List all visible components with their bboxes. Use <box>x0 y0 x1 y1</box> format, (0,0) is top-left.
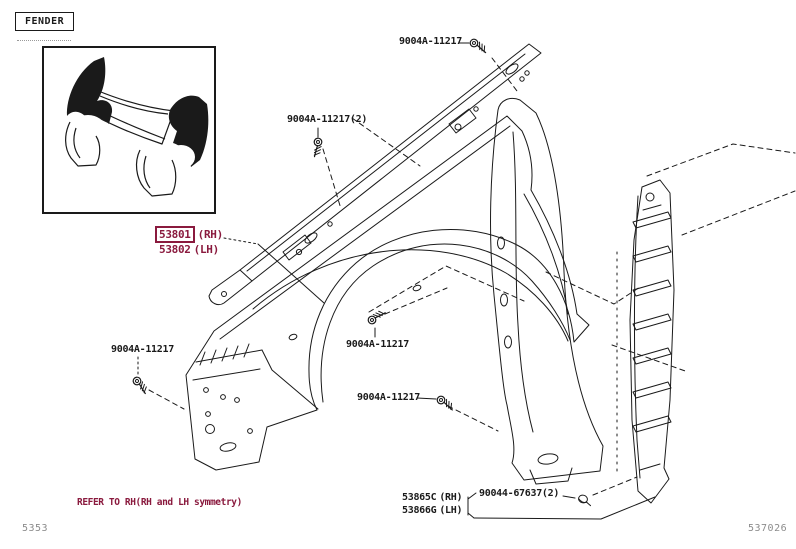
clip-icon <box>578 494 592 507</box>
callout-bolt-mid[interactable]: 9004A-11217 <box>346 339 409 350</box>
apron-illustration <box>208 43 542 306</box>
fender-lh-number[interactable]: 53802 <box>159 243 191 257</box>
bolt-icon <box>130 375 152 395</box>
callout-fender-lh[interactable]: 53802 (LH) <box>155 243 223 256</box>
callout-liner-rh[interactable]: 53865C (RH) <box>402 492 463 505</box>
fender-rh-side: (RH) <box>197 228 224 241</box>
callout-fender-rh[interactable]: 53801 (RH) <box>155 226 224 244</box>
fender-silhouettes <box>66 57 209 167</box>
fender-illustration <box>185 115 590 471</box>
liner-rh-number[interactable]: 53865C <box>402 492 437 503</box>
liner-lh-number[interactable]: 53866G <box>402 504 437 516</box>
symmetry-note: REFER TO RH(RH and LH symmetry) <box>77 497 242 508</box>
leader-lines <box>257 42 656 520</box>
callout-clip[interactable]: 90044-67637(2) <box>479 488 560 499</box>
bolt-icon <box>311 137 325 158</box>
bracket-illustration <box>629 179 675 504</box>
liner-illustration <box>490 97 604 485</box>
callout-bolt-upper[interactable]: 9004A-11217(2) <box>287 114 368 125</box>
figure-code: 537026 <box>748 523 788 534</box>
reference-dashed-lines <box>137 57 796 496</box>
callout-liner-lh[interactable]: 53866G (LH) <box>402 504 463 518</box>
bolt-icon <box>366 306 386 328</box>
liner-lh-side: (LH) <box>439 504 463 516</box>
thumbnail-inset <box>42 46 216 214</box>
fender-lh-side: (LH) <box>193 243 220 257</box>
callout-bolt-lower[interactable]: 9004A-11217 <box>357 392 420 403</box>
page-code: 5353 <box>22 523 49 534</box>
callout-bolt-top[interactable]: 9004A-11217 <box>399 36 462 47</box>
callout-liner: 53865C (RH) 53866G (LH) <box>402 492 463 518</box>
section-title: FENDER <box>15 12 75 31</box>
bolt-icon <box>468 37 490 54</box>
callout-fender: 53801 (RH) 53802 (LH) <box>155 226 223 256</box>
selected-part-number[interactable]: 53801 <box>155 226 195 244</box>
title-underline <box>17 40 71 41</box>
fender-location-thumbnail <box>65 57 209 197</box>
callout-bolt-left[interactable]: 9004A-11217 <box>111 344 174 355</box>
liner-rh-side: (RH) <box>439 492 463 503</box>
